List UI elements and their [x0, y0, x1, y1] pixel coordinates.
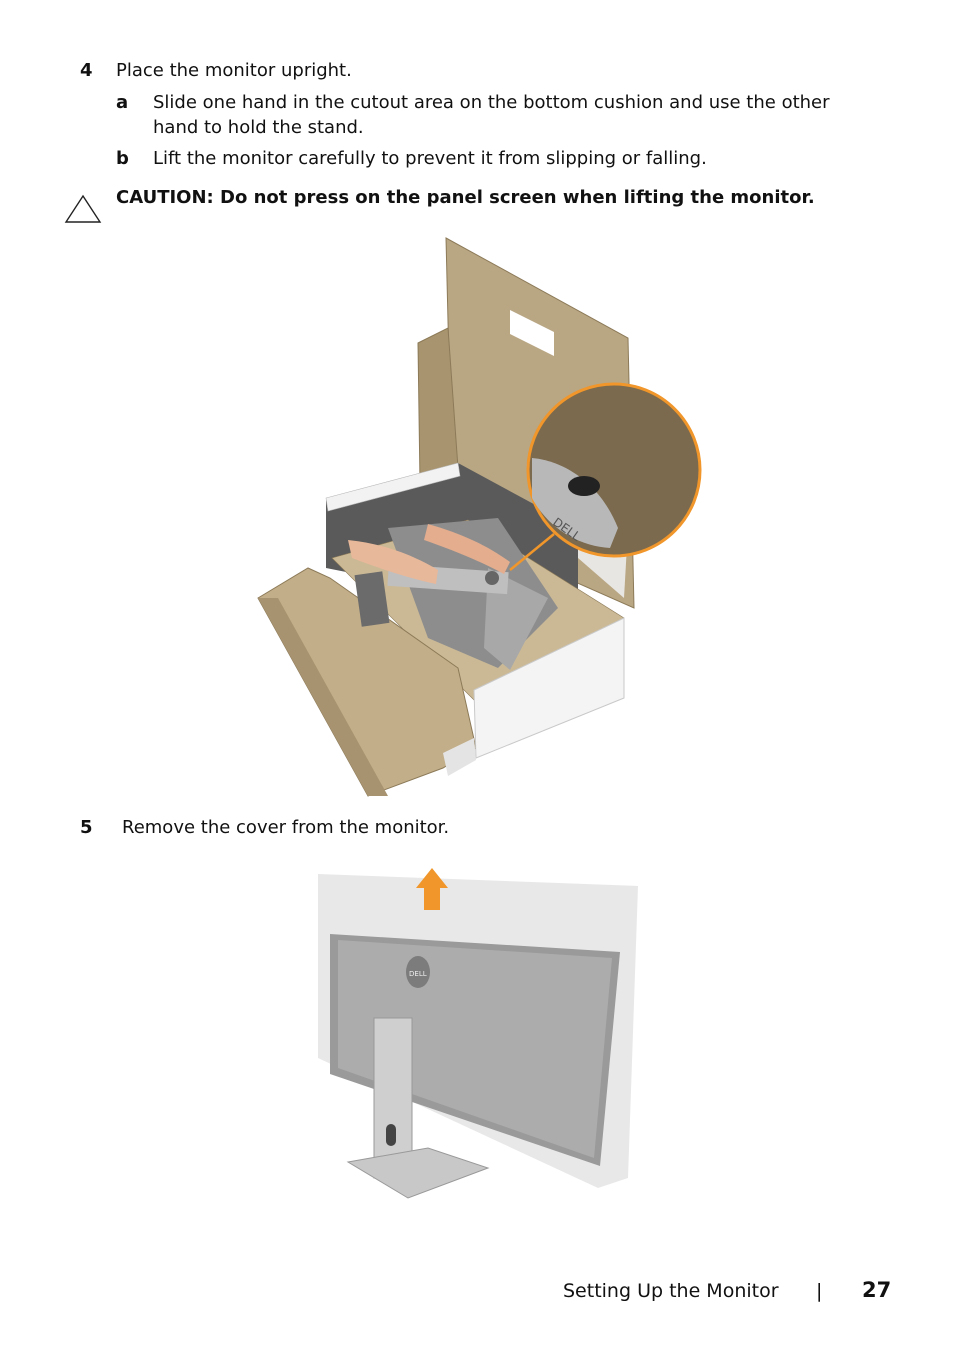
caution-text: CAUTION: Do not press on the panel scree…	[116, 187, 815, 208]
caution-triangle-icon	[64, 194, 102, 223]
step-5-text: Remove the cover from the monitor.	[122, 817, 450, 838]
substep-letter-b: b	[116, 148, 129, 169]
footer-separator: |	[816, 1280, 823, 1302]
monitor-logo: DELL	[409, 970, 427, 978]
substep-a-line2: hand to hold the stand.	[153, 117, 364, 138]
substep-a-line1: Slide one hand in the cutout area on the…	[153, 92, 830, 113]
footer-section-title: Setting Up the Monitor	[563, 1280, 779, 1302]
substep-letter-a: a	[116, 92, 129, 113]
step-number-4: 4	[80, 60, 93, 81]
page-number: 27	[862, 1278, 892, 1302]
substep-b-line1: Lift the monitor carefully to prevent it…	[153, 148, 707, 169]
step-4-text: Place the monitor upright.	[116, 60, 352, 81]
lifting-monitor-illustration: DELL	[257, 237, 702, 797]
remove-cover-illustration: DELL	[318, 868, 638, 1199]
step-number-5: 5	[80, 817, 93, 838]
